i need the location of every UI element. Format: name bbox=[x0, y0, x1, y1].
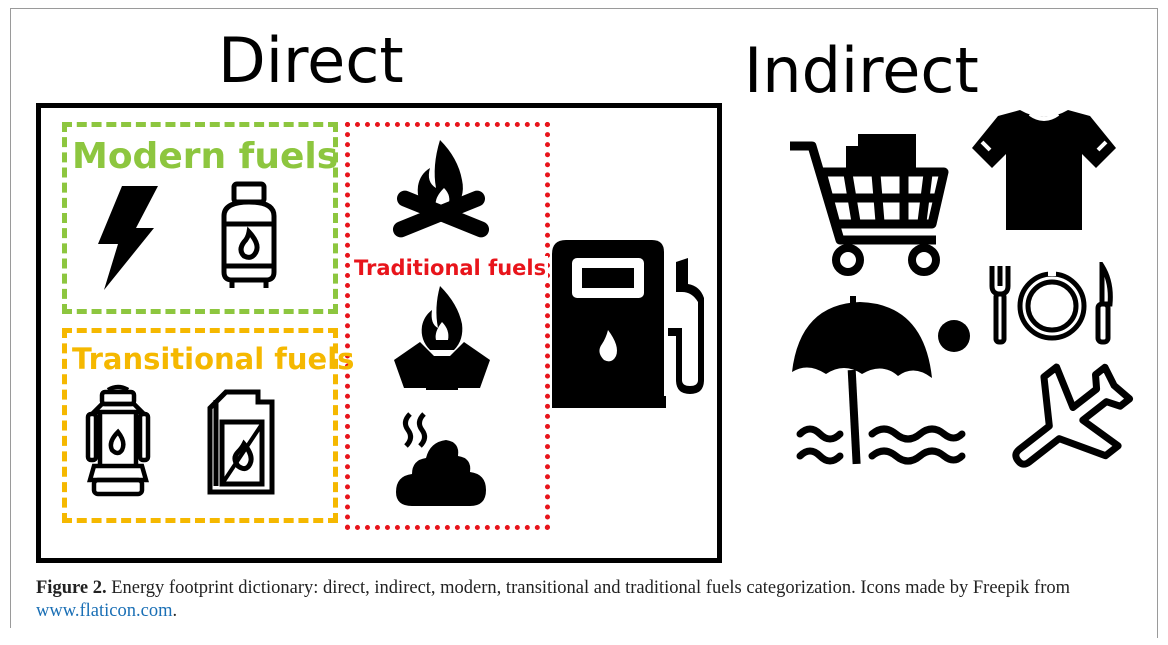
transitional-fuels-label: Transitional fuels bbox=[72, 342, 355, 376]
direct-box bbox=[36, 103, 722, 563]
caption-end: . bbox=[172, 601, 178, 621]
lightning-bolt-icon bbox=[98, 186, 158, 290]
frame-top-border bbox=[10, 8, 1158, 9]
caption-link[interactable]: www.flaticon.com bbox=[36, 601, 173, 621]
caption-text: Energy footprint dictionary: direct, ind… bbox=[106, 578, 1070, 598]
cutlery-plate-icon bbox=[989, 262, 1113, 345]
kerosene-lantern-icon bbox=[85, 384, 151, 497]
direct-title: Direct bbox=[218, 24, 404, 97]
fuel-canister-icon bbox=[207, 389, 275, 495]
modern-fuels-label: Modern fuels bbox=[72, 136, 339, 177]
frame-right-border bbox=[1157, 8, 1158, 638]
charcoal-fire-icon bbox=[394, 286, 490, 390]
frame-left-border bbox=[10, 8, 11, 628]
fuel-pump-icon bbox=[552, 240, 704, 408]
transitional-fuels-box bbox=[62, 328, 338, 523]
campfire-icon bbox=[392, 140, 490, 238]
tshirt-icon bbox=[972, 110, 1116, 230]
beach-umbrella-icon bbox=[792, 296, 970, 465]
indirect-title: Indirect bbox=[744, 34, 979, 107]
modern-fuels-box bbox=[62, 122, 338, 314]
figure-caption: Figure 2. Energy footprint dictionary: d… bbox=[36, 577, 1126, 623]
dung-icon bbox=[396, 412, 486, 506]
gas-cylinder-icon bbox=[221, 181, 277, 288]
traditional-fuels-label: Traditional fuels bbox=[352, 256, 549, 280]
figure-label: Figure 2. bbox=[36, 578, 107, 598]
airplane-icon bbox=[1012, 363, 1134, 468]
traditional-fuels-box bbox=[345, 122, 550, 530]
shopping-cart-icon bbox=[790, 134, 949, 276]
